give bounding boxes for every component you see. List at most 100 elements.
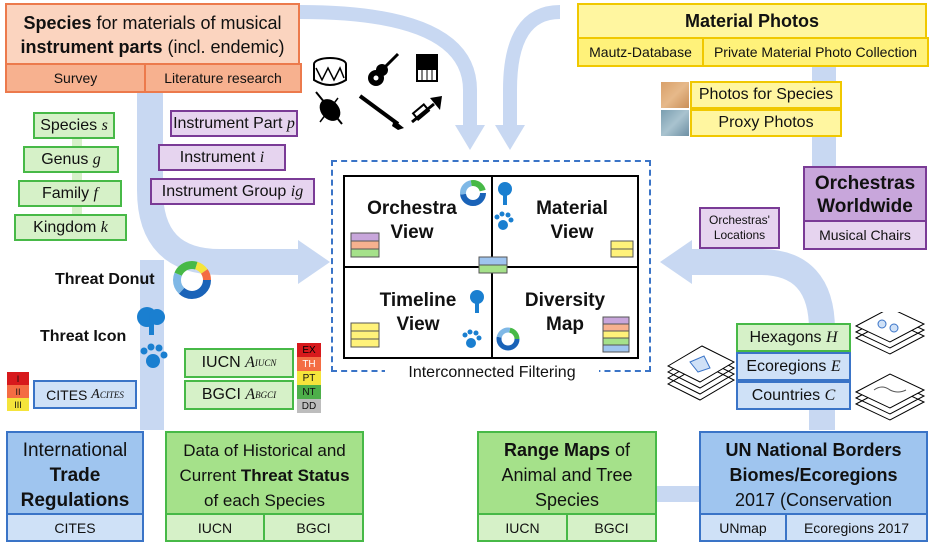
ecoregions-label: Ecoregions [746, 357, 827, 375]
instrument-part-label: Instrument Part [173, 114, 283, 132]
orchestra-view-line1: Orchestra [367, 198, 457, 219]
piano-icon [416, 54, 438, 82]
un-borders-panel: UN National Borders Biomes/Ecoregions 20… [699, 431, 928, 542]
mautz-database-tab[interactable]: Mautz-Database [577, 37, 704, 67]
material-photos-title: Material Photos [684, 10, 820, 31]
taxonomy-family-var: f [93, 184, 98, 202]
guitar-icon [368, 52, 400, 86]
private-photo-collection-tab[interactable]: Private Material Photo Collection [702, 37, 929, 67]
un-line1: UN National Borders [725, 439, 902, 460]
threat-donut-legend-icon [173, 261, 211, 299]
orchestras-title-line2: Worldwide [817, 196, 913, 217]
wood-photo-thumbnail [661, 82, 689, 108]
instrument-group-var: ig [290, 182, 304, 200]
map-stack-icons [666, 312, 926, 421]
survey-tab[interactable]: Survey [5, 63, 146, 93]
proxy-photo-thumbnail [661, 110, 689, 136]
cites-attr-sup: CITES [99, 389, 124, 400]
range-maps-line3: Species [534, 489, 600, 510]
range-maps-panel: Range Maps of Animal and Tree Species IU… [477, 431, 657, 542]
paw-icon [140, 343, 168, 368]
ecoregions-var: E [830, 357, 841, 375]
ecoregions-2017-tab[interactable]: Ecoregions 2017 [785, 513, 928, 542]
un-borders-title: UN National Borders Biomes/Ecoregions 20… [701, 437, 926, 513]
bgci-tab[interactable]: BGCI [263, 513, 364, 542]
taxonomy-species[interactable]: Species s [33, 112, 115, 139]
trumpet-icon [411, 96, 442, 124]
threat-icon-legend [137, 307, 168, 368]
instrument-group[interactable]: Instrument Group ig [150, 178, 315, 205]
threat-status-title: Data of Historical and Current Threat St… [167, 437, 362, 513]
orchestras-locations-line2: Locations [713, 228, 766, 242]
bgci-attr-var: A [245, 386, 256, 403]
orchestras-title-line1: Orchestras [814, 173, 916, 194]
threat-donut-label: Threat Donut [55, 271, 155, 288]
orchestra-view-line2: View [390, 222, 434, 243]
musical-chairs-tab[interactable]: Musical Chairs [803, 220, 927, 250]
cites-appendix-2: II [7, 385, 29, 398]
diversity-map-line1: Diversity [524, 290, 606, 311]
instrument-part[interactable]: Instrument Part p [170, 110, 298, 137]
threat-donut-icon [460, 180, 486, 206]
threat-icon-label: Threat Icon [40, 328, 127, 345]
database-icon [610, 240, 634, 258]
taxonomy-kingdom-var: k [100, 218, 108, 236]
paw-icon [462, 329, 482, 348]
diversity-map[interactable]: Diversity Map [505, 289, 625, 337]
iucn-tab[interactable]: IUCN [165, 513, 265, 542]
un-line3: 2017 (Conservation [734, 489, 893, 510]
material-view[interactable]: Material View [513, 197, 631, 245]
threat-scale: EX TH PT NT DD [297, 343, 321, 413]
material-view-line2: View [550, 222, 594, 243]
threat-donut-icon [496, 327, 520, 351]
cites-attr-label: CITES [46, 386, 88, 403]
hexagon-map-stack-icon [854, 312, 926, 355]
taxonomy-family[interactable]: Family f [18, 180, 122, 207]
instrument-group-label: Instrument Group [161, 182, 287, 200]
taxonomy-family-label: Family [41, 184, 90, 202]
range-bgci-tab[interactable]: BGCI [566, 513, 657, 542]
hexagons-level[interactable]: Hexagons H [736, 323, 851, 352]
threat-dd: DD [297, 399, 321, 413]
taxonomy-species-label: Species [40, 116, 98, 134]
range-iucn-tab[interactable]: IUCN [477, 513, 568, 542]
tree-icon [498, 182, 512, 205]
taxonomy-species-var: s [101, 116, 108, 134]
timeline-view[interactable]: Timeline View [359, 289, 477, 337]
instrument[interactable]: Instrument i [158, 144, 286, 171]
species-panel: Species for materials of musical instrum… [5, 3, 302, 93]
orchestras-worldwide-title: Orchestras Worldwide [805, 170, 925, 220]
countries-level[interactable]: Countries C [736, 381, 851, 410]
ecoregions-level[interactable]: Ecoregions E [736, 352, 851, 381]
orchestras-worldwide-panel: Orchestras Worldwide Musical Chairs [803, 166, 927, 250]
orchestra-view[interactable]: Orchestra View [353, 197, 471, 245]
photos-for-species[interactable]: Photos for Species [690, 81, 842, 109]
interconnected-filtering-label: Interconnected Filtering [385, 362, 599, 384]
iucn-attr-var: A [245, 354, 255, 371]
view-mini-icons [350, 180, 634, 353]
paw-icon [494, 211, 514, 230]
hexagons-label: Hexagons [749, 328, 822, 346]
database-icon [602, 316, 630, 353]
taxonomy-kingdom[interactable]: Kingdom k [14, 214, 127, 241]
trade-regulations-title: International Trade Regulations [8, 437, 142, 513]
proxy-photos[interactable]: Proxy Photos [690, 109, 842, 137]
taxonomy-genus[interactable]: Genus g [23, 146, 119, 173]
taxonomy-genus-label: Genus [41, 150, 89, 168]
database-icon [350, 322, 380, 348]
range-maps-line2: Animal and Tree [501, 464, 633, 485]
literature-research-tab[interactable]: Literature research [144, 63, 302, 93]
historical-line2-rest: Current [179, 465, 241, 485]
instrument-part-var: p [286, 114, 295, 132]
violin-icon [315, 91, 343, 125]
material-photos-panel: Material Photos Mautz-Database Private M… [577, 3, 929, 67]
orchestras-locations[interactable]: Orchestras' Locations [699, 207, 780, 249]
unmap-tab[interactable]: UNmap [699, 513, 787, 542]
cites-tab[interactable]: CITES [6, 513, 144, 542]
threat-pt: PT [297, 371, 321, 385]
taxonomy-kingdom-label: Kingdom [33, 218, 97, 236]
